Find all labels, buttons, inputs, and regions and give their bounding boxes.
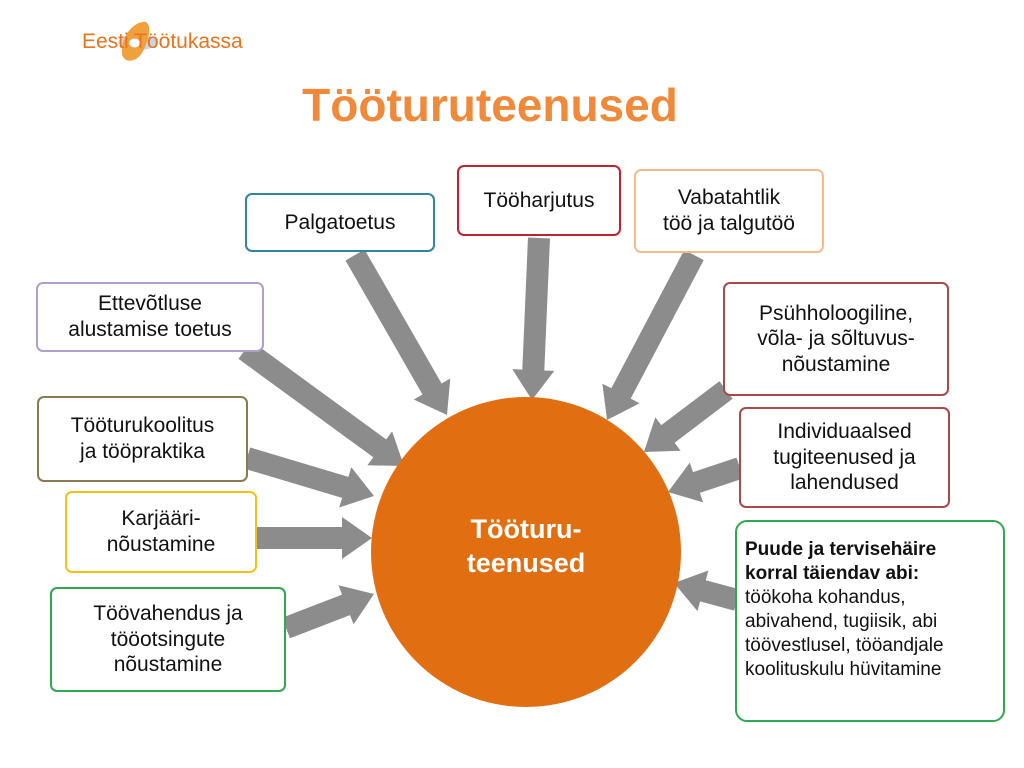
logo-text: Eesti Töötukassa bbox=[82, 30, 243, 53]
service-line: nõustamine bbox=[781, 352, 891, 376]
service-line: Tööharjutus bbox=[483, 188, 595, 212]
service-line: Psühholoogiline, bbox=[758, 301, 914, 325]
service-tooharjutus: Tööharjutus bbox=[457, 165, 621, 236]
arrow-puude bbox=[674, 570, 740, 612]
service-line: nõustamine bbox=[106, 533, 216, 556]
center-label-line1: Tööturu- bbox=[470, 514, 582, 545]
service-bold-line: Puude ja tervisehäire bbox=[745, 539, 937, 560]
service-line: Tööturukoolitus bbox=[70, 414, 215, 438]
service-line: tugiteenused ja bbox=[773, 445, 916, 469]
service-line: lahendused bbox=[790, 471, 899, 495]
service-line: koolituskulu hüvitamine bbox=[745, 658, 942, 680]
page-title: Tööturuteenused bbox=[302, 79, 678, 131]
arrow-ettevotlus bbox=[238, 341, 404, 466]
service-puude: Puude ja tervisehäire korral täiendav ab… bbox=[735, 520, 1005, 722]
service-line: Ettevõtluse bbox=[98, 292, 202, 316]
arrow-palgatoetus bbox=[345, 249, 451, 415]
service-line: nõustamine bbox=[113, 653, 223, 677]
service-line: Vabatahtlik bbox=[677, 186, 781, 210]
service-line: tööotsingute bbox=[110, 627, 226, 651]
service-individuaalsed: Individuaalsed tugiteenused ja lahenduse… bbox=[739, 407, 950, 508]
center-circle: Tööturu- teenused bbox=[371, 397, 681, 707]
arrow-tooharjutus bbox=[512, 237, 555, 400]
service-line: töökoha kohandus, bbox=[745, 586, 906, 608]
logo-icon bbox=[118, 21, 158, 61]
arrow-karjaari bbox=[256, 517, 372, 559]
service-bold-line: korral täiendav abi: bbox=[745, 562, 920, 584]
service-vabatahtlik: Vabatahtlik töö ja talgutöö bbox=[634, 169, 824, 253]
service-line: töövestlusel, tööandjale bbox=[745, 634, 944, 656]
service-tooturukoolitus: Tööturukoolitus ja tööpraktika bbox=[37, 396, 248, 482]
arrow-tooturukoolitus bbox=[243, 447, 374, 508]
service-karjaari: Karjääri- nõustamine bbox=[65, 491, 257, 573]
service-palgatoetus: Palgatoetus bbox=[245, 193, 435, 252]
service-line: Karjääri- bbox=[121, 507, 201, 531]
arrow-toovahendus bbox=[282, 585, 374, 639]
arrow-vabatahtlik bbox=[602, 249, 704, 420]
service-ettevotlus: Ettevõtluse alustamise toetus bbox=[36, 282, 264, 352]
service-line: võla- ja sõltuvus- bbox=[757, 327, 915, 351]
service-line: abivahend, tugiisik, abi bbox=[745, 610, 938, 632]
arrow-psuhholoogiline bbox=[644, 381, 733, 452]
service-line: töö ja talgutöö bbox=[663, 212, 795, 235]
service-line: Individuaalsed bbox=[777, 420, 912, 444]
arrow-individuaalsed bbox=[668, 457, 744, 503]
service-toovahendus: Töövahendus ja tööotsingute nõustamine bbox=[50, 587, 286, 692]
service-line: alustamise toetus bbox=[68, 318, 232, 341]
center-label-line2: teenused bbox=[466, 548, 586, 578]
service-line: Töövahendus ja bbox=[93, 602, 243, 626]
service-line: Palgatoetus bbox=[284, 210, 396, 234]
service-psuhholoogiline: Psühholoogiline, võla- ja sõltuvus- nõus… bbox=[723, 282, 949, 396]
service-line: ja tööpraktika bbox=[80, 440, 205, 463]
